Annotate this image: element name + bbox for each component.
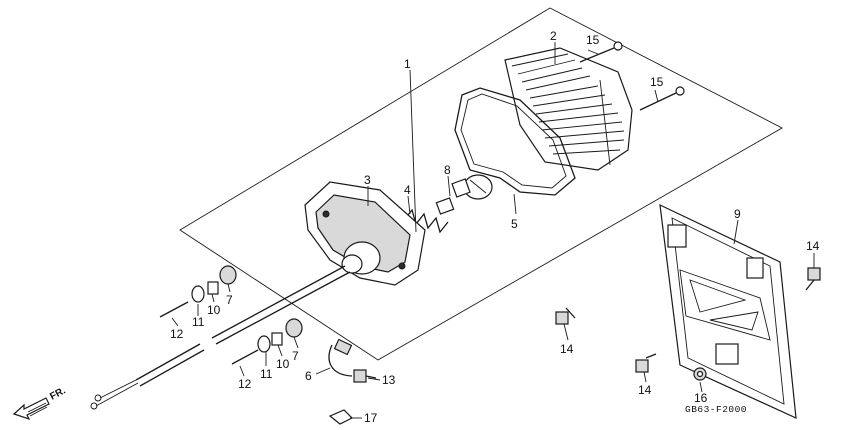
callout-9: 9 [734, 207, 741, 221]
nut-16 [693, 367, 707, 381]
callout-7-lower: 7 [292, 349, 299, 363]
callout-1: 1 [404, 57, 411, 71]
callout-11-lower: 11 [260, 367, 273, 381]
callout-5: 5 [511, 217, 518, 231]
front-label: FR. [48, 385, 68, 402]
callout-labels: 1 2 15 15 3 4 8 5 9 14 12 11 10 7 14 12 … [170, 29, 820, 425]
fastener-set-lower [231, 318, 303, 365]
lens-gasket [454, 87, 576, 196]
bolt-15-upper [579, 41, 623, 63]
fastener-set-upper [159, 265, 237, 318]
callout-17: 17 [364, 411, 378, 425]
callout-14-right: 14 [806, 239, 820, 253]
callout-15a: 15 [586, 33, 600, 47]
callout-3: 3 [364, 173, 371, 187]
callout-15b: 15 [650, 75, 664, 89]
callout-4: 4 [404, 183, 411, 197]
callout-8: 8 [444, 163, 451, 177]
callout-14-lower: 14 [638, 383, 652, 397]
front-arrow-icon [12, 397, 50, 421]
callout-2: 2 [550, 29, 557, 43]
callout-12-upper: 12 [170, 327, 184, 341]
bolt-15-lower [639, 86, 685, 111]
assembly-boundary [179, 7, 783, 361]
callout-11-upper: 11 [192, 315, 205, 329]
callout-7-upper: 7 [226, 293, 233, 307]
socket-spring [403, 197, 455, 234]
callout-16: 16 [694, 391, 708, 405]
wire-harness [90, 265, 351, 410]
diagram-code: GB63-F2000 [685, 404, 747, 415]
bolt-14-right [805, 267, 821, 291]
leader-lines [171, 42, 815, 419]
callout-10-lower: 10 [276, 357, 290, 371]
bolt-14-lower [635, 353, 657, 373]
bulb [451, 174, 493, 200]
callout-14-mid: 14 [560, 342, 574, 356]
clip-17 [328, 409, 354, 425]
callout-10-upper: 10 [207, 303, 221, 317]
taillight-lens [504, 47, 633, 171]
callout-6: 6 [305, 369, 312, 383]
taillight-base [304, 181, 426, 286]
bolt-14-mid [555, 307, 576, 325]
callout-12-lower: 12 [238, 377, 252, 391]
license-bracket [659, 203, 797, 419]
front-direction-indicator: FR. [12, 385, 68, 421]
wire-clamp-6 [328, 338, 353, 377]
screw-13 [353, 369, 377, 383]
callout-13: 13 [382, 373, 396, 387]
